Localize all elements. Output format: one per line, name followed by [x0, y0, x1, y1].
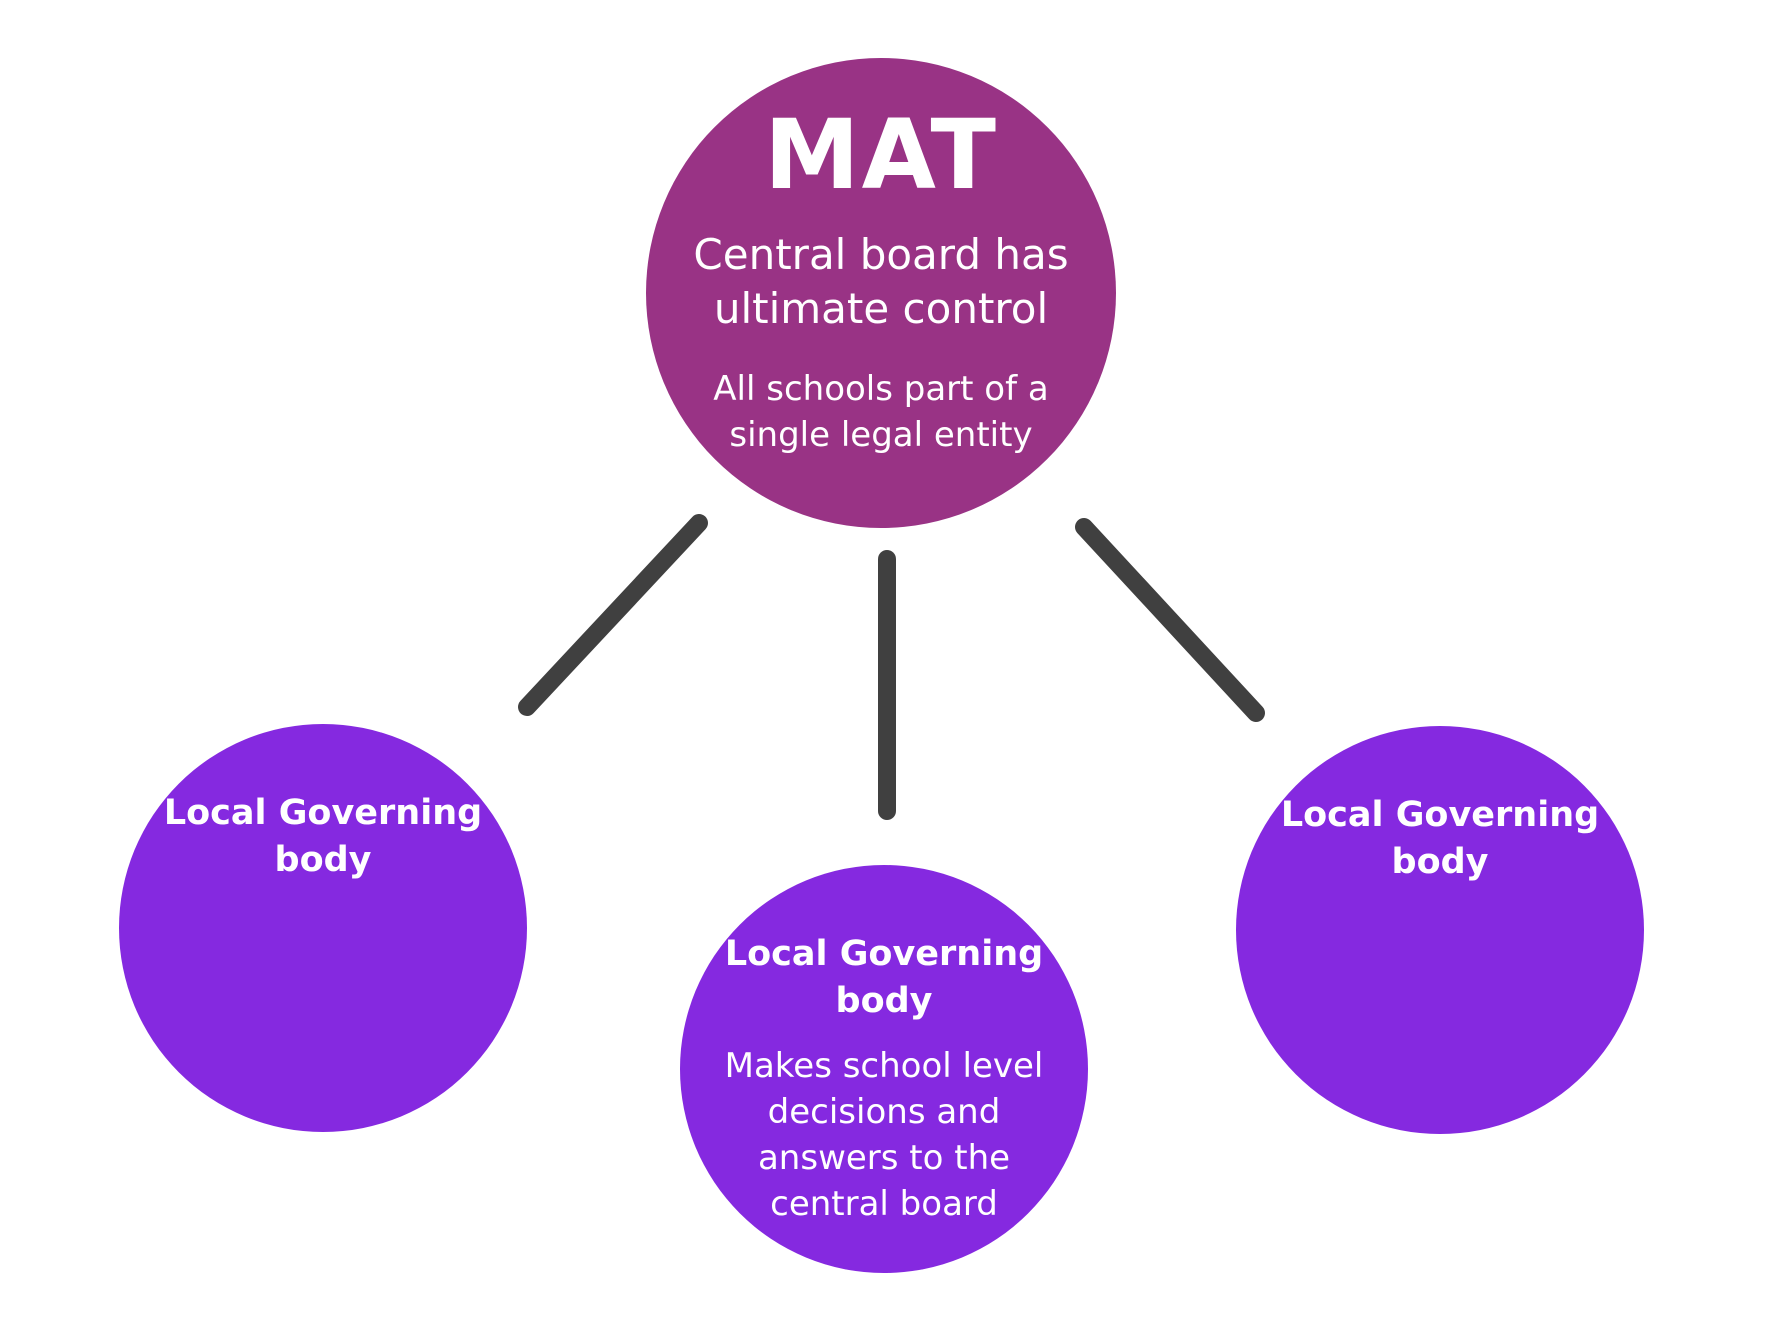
local-governing-body-right: Local Governing body: [1236, 726, 1644, 1134]
connector-left: [518, 514, 708, 716]
local-governing-body-title: Local Governing body: [163, 793, 483, 880]
local-governing-body-left: Local Governing body: [119, 724, 527, 1132]
mat-central-board-text: Central board has ultimate control: [693, 230, 1069, 333]
local-governing-body-middle: Local Governing body Makes school level …: [680, 865, 1088, 1273]
local-governing-body-title: Local Governing body: [724, 934, 1044, 1021]
mat-node: MAT Central board has ultimate control A…: [646, 58, 1116, 528]
local-governing-body-description: Makes school level decisions and answers…: [724, 1046, 1044, 1224]
connector-right: [1075, 518, 1265, 722]
mat-title: MAT: [764, 99, 998, 211]
mat-legal-entity-text: All schools part of a single legal entit…: [713, 369, 1049, 455]
local-governing-body-title: Local Governing body: [1280, 795, 1600, 882]
